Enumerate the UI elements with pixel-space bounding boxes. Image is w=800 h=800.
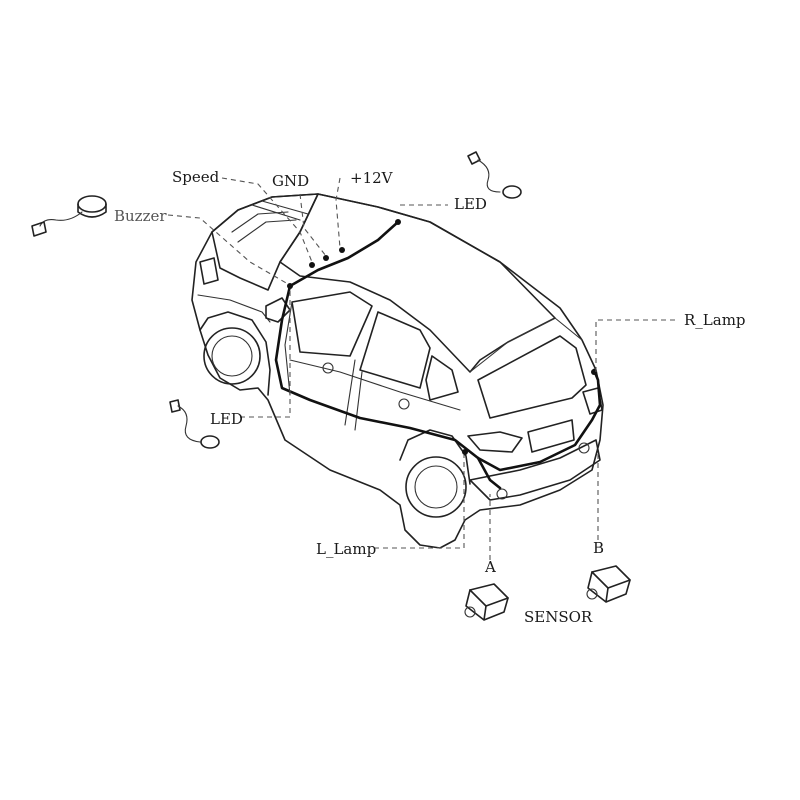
buzzer-icon	[31, 195, 107, 237]
buzzer-label: Buzzer	[114, 207, 167, 225]
leader-lines	[167, 177, 678, 560]
sensor-label: SENSOR	[524, 608, 593, 626]
sensor-a-label: A	[484, 558, 496, 576]
r-lamp-label: R_Lamp	[684, 311, 746, 329]
led-left-label: LED	[210, 410, 243, 428]
speed-label: Speed	[172, 168, 220, 186]
led-indicator-icon	[169, 399, 220, 449]
gnd-label: GND	[272, 172, 309, 190]
l-lamp-label: L_Lamp	[316, 540, 376, 558]
plus12v-label: +12V	[350, 169, 394, 187]
sensor-a-icon	[464, 583, 509, 621]
led-indicator-icon	[467, 151, 522, 199]
sensor-b-icon	[586, 565, 631, 603]
led-top-label: LED	[454, 195, 487, 213]
sensor-b-label: B	[593, 539, 604, 557]
car-illustration	[191, 193, 604, 549]
